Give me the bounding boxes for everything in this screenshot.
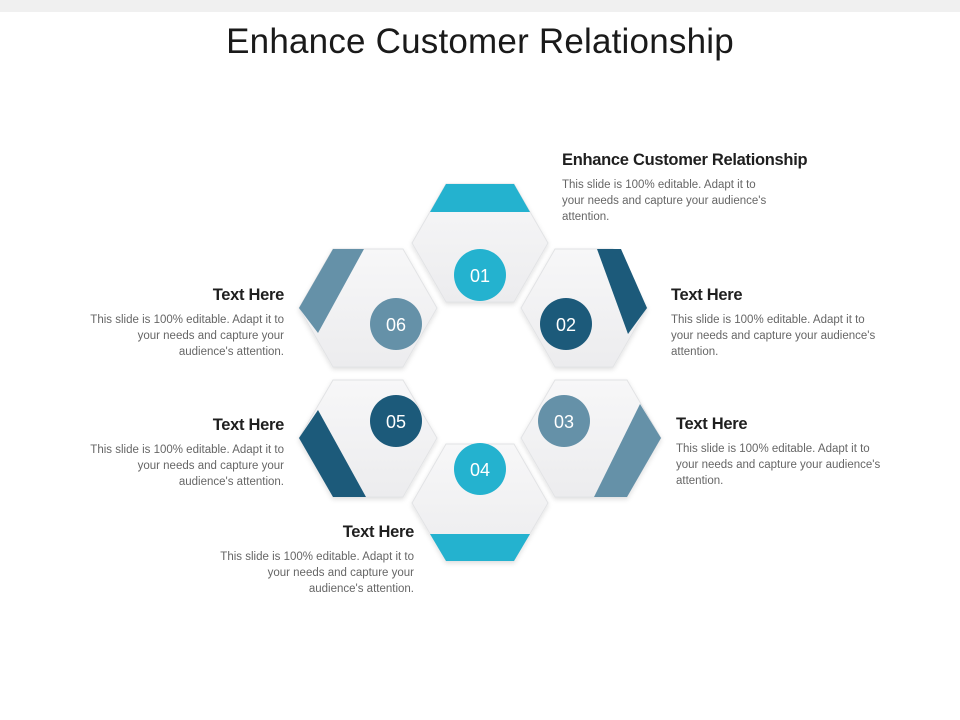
step-05-description: This slide is 100% editable. Adapt it to… — [90, 444, 284, 488]
accent-band-06 — [299, 249, 364, 333]
step-06-text-block: Text Here This slide is 100% editable. A… — [82, 286, 284, 360]
hexagon-01 — [411, 183, 549, 303]
accent-band-04 — [430, 534, 530, 561]
hexagon-03 — [520, 379, 662, 498]
slide-title: Enhance Customer Relationship — [226, 22, 734, 61]
step-06-heading: Text Here — [212, 286, 285, 304]
number-02: 02 — [556, 315, 576, 335]
step-02-description: This slide is 100% editable. Adapt it to… — [671, 314, 876, 358]
number-badge-06: 06 — [370, 298, 422, 350]
number-badge-02: 02 — [540, 298, 592, 350]
number-05: 05 — [386, 412, 406, 432]
step-04-heading: Text Here — [342, 523, 415, 541]
step-04-text-block: Text Here This slide is 100% editable. A… — [212, 523, 414, 597]
number-badge-03: 03 — [538, 395, 590, 447]
accent-band-05 — [299, 410, 366, 497]
number-badge-01: 01 — [454, 249, 506, 301]
number-04: 04 — [470, 460, 490, 480]
number-01: 01 — [470, 266, 490, 286]
accent-band-03 — [594, 404, 661, 497]
step-03-description: This slide is 100% editable. Adapt it to… — [676, 443, 881, 487]
step-01-description: This slide is 100% editable. Adapt it to… — [562, 179, 767, 223]
step-03-heading: Text Here — [676, 415, 748, 433]
number-03: 03 — [554, 412, 574, 432]
step-06-description: This slide is 100% editable. Adapt it to… — [90, 314, 284, 358]
hexagon-04 — [411, 443, 549, 562]
accent-band-01 — [430, 184, 530, 212]
step-05-heading: Text Here — [212, 416, 285, 434]
top-bar — [0, 0, 960, 12]
number-06: 06 — [386, 315, 406, 335]
step-04-description: This slide is 100% editable. Adapt it to… — [220, 551, 414, 595]
step-01-text-block: Enhance Customer Relationship This slide… — [562, 151, 808, 225]
step-03-text-block: Text Here This slide is 100% editable. A… — [676, 415, 881, 489]
step-02-heading: Text Here — [671, 286, 743, 304]
number-badge-04: 04 — [454, 443, 506, 495]
step-01-heading: Enhance Customer Relationship — [562, 151, 808, 169]
hexagon-05 — [298, 379, 438, 498]
number-badge-05: 05 — [370, 395, 422, 447]
step-05-text-block: Text Here This slide is 100% editable. A… — [82, 416, 284, 490]
accent-band-02 — [597, 249, 647, 334]
step-02-text-block: Text Here This slide is 100% editable. A… — [671, 286, 876, 360]
